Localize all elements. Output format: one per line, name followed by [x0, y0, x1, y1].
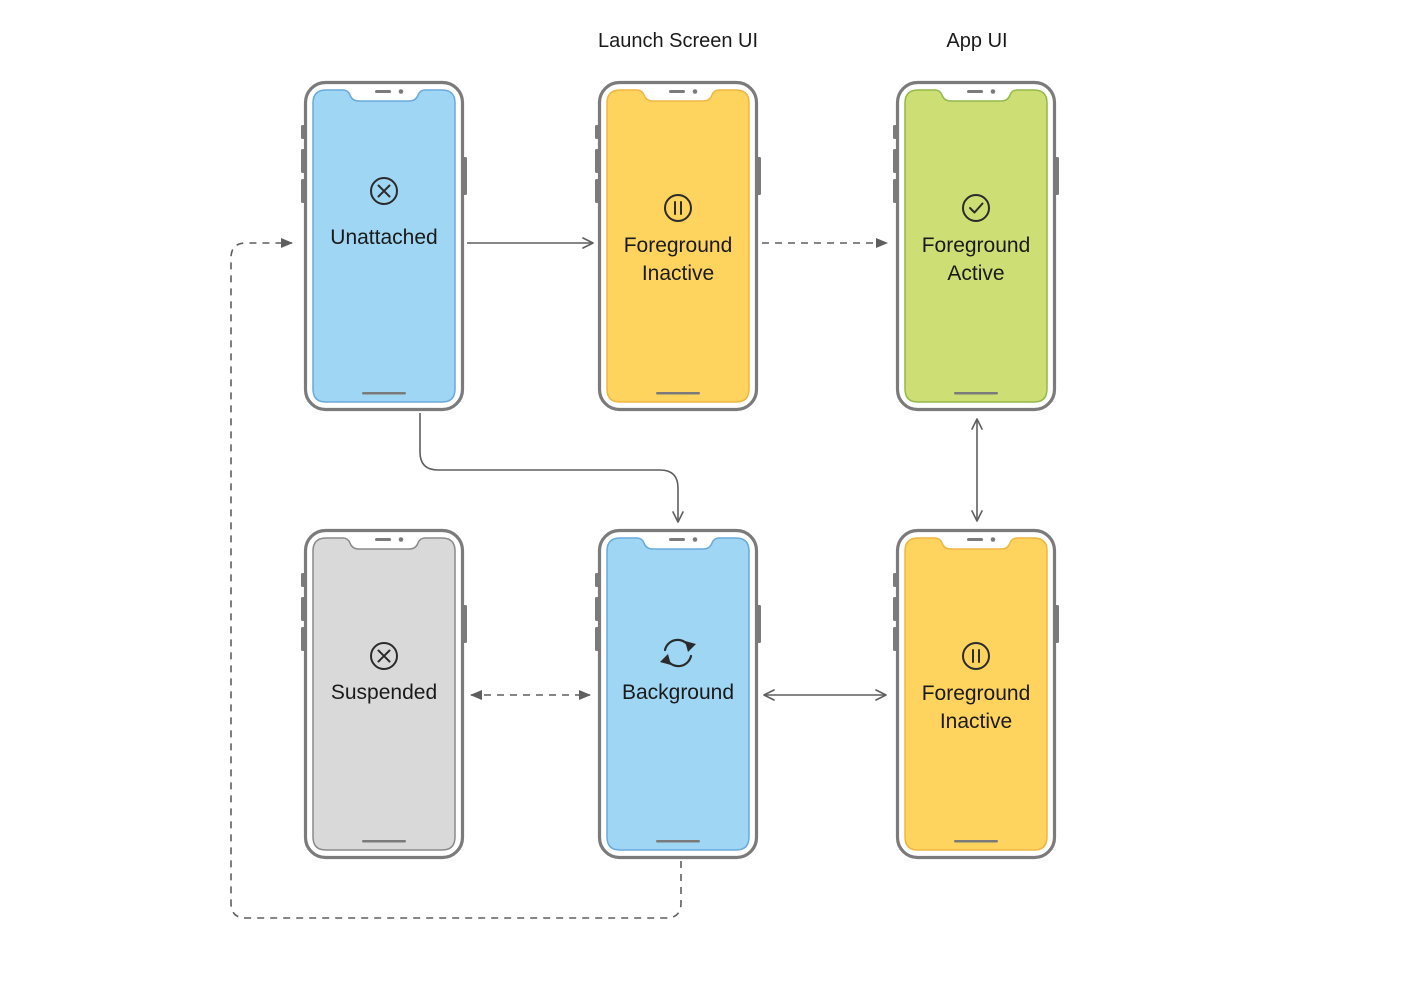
- state-label: Foreground: [624, 234, 733, 257]
- phone-screen: [606, 89, 750, 403]
- home-indicator: [656, 840, 700, 843]
- phone-screen: [904, 89, 1048, 403]
- column-label-launch-screen: Launch Screen UI: [597, 30, 759, 52]
- home-indicator: [954, 840, 998, 843]
- state-label: Background: [622, 681, 734, 704]
- edge-background-to-unattached: [230, 238, 682, 919]
- state-label: Inactive: [642, 262, 714, 285]
- camera-dot: [398, 537, 404, 542]
- phone-background: Background: [595, 528, 761, 860]
- edge-unattached-to-background: [419, 413, 684, 523]
- home-indicator: [362, 840, 406, 843]
- state-label: Inactive: [940, 710, 1012, 733]
- camera-dot: [990, 537, 996, 542]
- camera-dot: [692, 89, 698, 94]
- camera-dot: [692, 537, 698, 542]
- camera-dot: [990, 89, 996, 94]
- speaker-grille: [967, 90, 983, 93]
- column-label-app-ui: App UI: [946, 30, 1008, 52]
- home-indicator: [656, 392, 700, 395]
- pause-circle-icon: [664, 194, 692, 222]
- speaker-grille: [669, 90, 685, 93]
- state-label: Suspended: [331, 681, 437, 704]
- phone-screen: [312, 89, 456, 403]
- checkmark-circle-icon: [962, 194, 990, 222]
- refresh-arrows-icon: [660, 638, 696, 668]
- camera-dot: [398, 89, 404, 94]
- phone-screen: [904, 537, 1048, 851]
- close-circle-icon: [370, 177, 398, 205]
- phone-screen: [312, 537, 456, 851]
- phone-unattached: Unattached: [301, 80, 467, 412]
- speaker-grille: [669, 538, 685, 541]
- state-label: Foreground: [922, 682, 1031, 705]
- speaker-grille: [375, 538, 391, 541]
- pause-circle-icon: [962, 642, 990, 670]
- speaker-grille: [375, 90, 391, 93]
- home-indicator: [954, 392, 998, 395]
- home-indicator: [362, 392, 406, 395]
- phone-suspended: Suspended: [301, 528, 467, 860]
- phone-screen: [606, 537, 750, 851]
- speaker-grille: [967, 538, 983, 541]
- state-label: Foreground: [922, 234, 1031, 257]
- close-circle-icon: [370, 642, 398, 670]
- state-label: Unattached: [330, 226, 437, 249]
- state-label: Active: [947, 262, 1004, 285]
